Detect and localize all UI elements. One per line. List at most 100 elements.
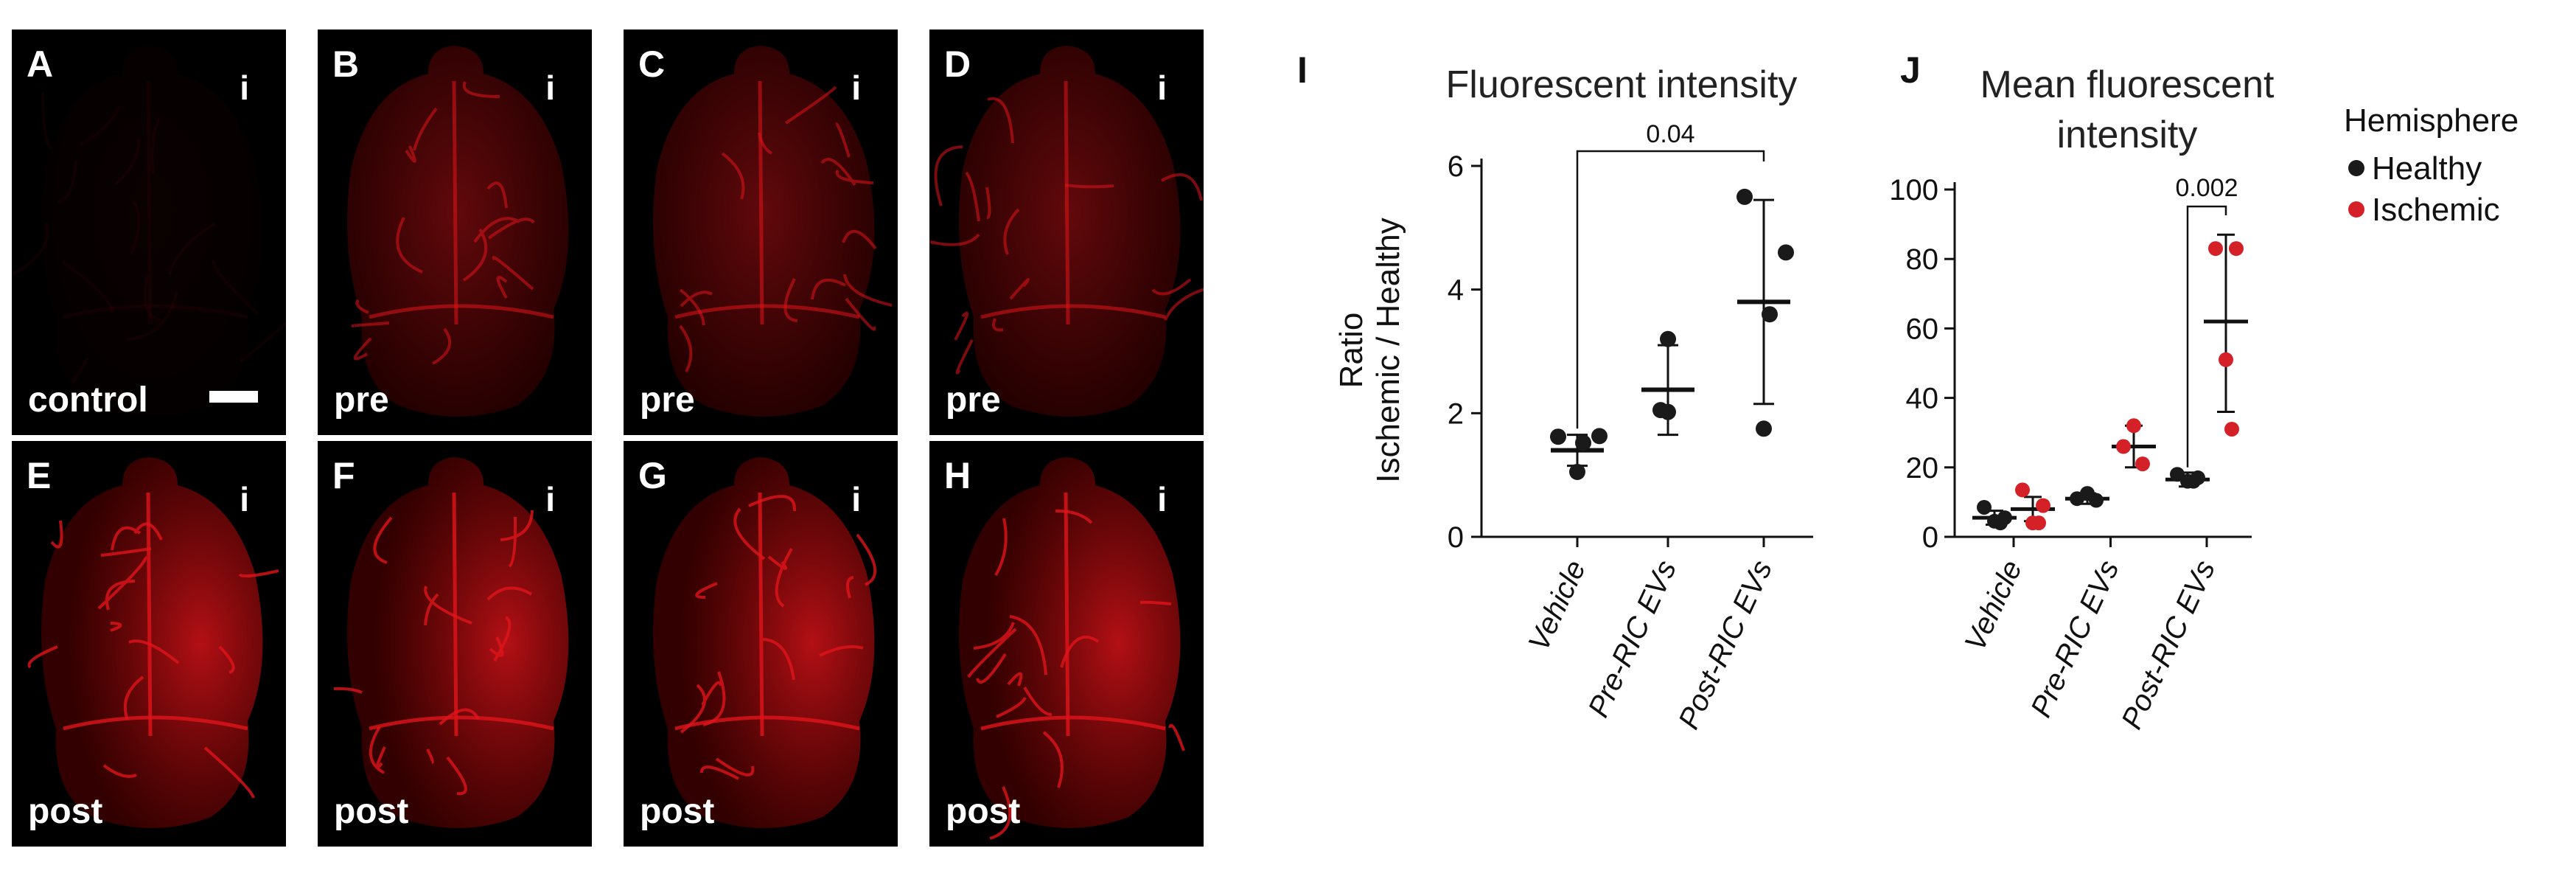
brain-image bbox=[959, 457, 1185, 840]
panel-letter: D bbox=[944, 44, 971, 85]
panel-letter-i: I bbox=[1297, 49, 1308, 91]
chart-j-data-point bbox=[1977, 499, 1992, 515]
condition-label: control bbox=[28, 381, 148, 420]
chart-j-data-point bbox=[2015, 482, 2030, 498]
legend-healthy-label: Healthy bbox=[2372, 150, 2482, 187]
panel-letter: E bbox=[27, 455, 52, 496]
chart-j-title-line2: intensity bbox=[2057, 114, 2198, 156]
chart-j-data-point bbox=[2224, 421, 2239, 437]
brain-image bbox=[653, 457, 877, 828]
chart-j-data-point bbox=[2135, 456, 2150, 472]
chart-i-data-point bbox=[1778, 244, 1794, 261]
brain-image bbox=[12, 46, 286, 417]
ipsilateral-mark: i bbox=[240, 69, 249, 107]
ipsilateral-mark: i bbox=[1157, 480, 1167, 518]
ipsilateral-mark: i bbox=[545, 69, 555, 107]
legend-healthy-marker bbox=[2348, 160, 2364, 176]
chart-j-data-point bbox=[2070, 491, 2084, 507]
chart-j-p-value: 0.002 bbox=[2175, 174, 2238, 202]
chart-i-data-point bbox=[1756, 420, 1772, 437]
chart-i-ytick-label: 0 bbox=[1448, 521, 1464, 554]
chart-i-category-label: Post-RIC EVs bbox=[1672, 555, 1779, 734]
brain-image bbox=[27, 457, 279, 828]
chart-j-ytick-label: 0 bbox=[1922, 521, 1938, 554]
chart-i-data-point bbox=[1569, 463, 1585, 480]
panel-letter: F bbox=[332, 455, 355, 496]
chart-i-data-point bbox=[1575, 434, 1591, 451]
ipsilateral-mark: i bbox=[851, 69, 861, 107]
chart-i-comparison-bracket bbox=[1576, 150, 1765, 429]
panel-letter: H bbox=[944, 455, 971, 496]
chart-j-data-point bbox=[2208, 241, 2223, 257]
scale-bar bbox=[209, 391, 258, 403]
chart-i-ytick-label: 6 bbox=[1448, 150, 1464, 183]
chart-j-data-point bbox=[1993, 515, 2008, 531]
chart-i-ylabel-line2: Ischemic / Healthy bbox=[1370, 218, 1406, 482]
chart-j-ytick-label: 20 bbox=[1906, 452, 1939, 484]
panel-letter: B bbox=[332, 44, 360, 85]
chart-j-data-point bbox=[2036, 498, 2050, 513]
chart-j-ytick-label: 80 bbox=[1906, 243, 1939, 276]
chart-j-data-point bbox=[2170, 467, 2185, 482]
chart-j-category-label: Vehicle bbox=[1958, 555, 2028, 656]
chart-i-data-point bbox=[1762, 306, 1778, 323]
chart-j-ytick-label: 100 bbox=[1889, 174, 1938, 206]
legend-ischemic-marker bbox=[2348, 201, 2364, 218]
chart-j-data-point bbox=[2126, 418, 2141, 434]
chart-j-data-point bbox=[2229, 241, 2244, 257]
chart-j-data-point bbox=[2219, 352, 2233, 367]
chart-j-data-point bbox=[2186, 473, 2201, 489]
chart-i-data-point bbox=[1736, 188, 1753, 205]
chart-j-comparison-bracket bbox=[2186, 205, 2227, 468]
condition-label: post bbox=[946, 792, 1021, 831]
chart-i-category-label: Vehicle bbox=[1522, 555, 1592, 656]
chart-i-data-point bbox=[1660, 403, 1676, 420]
chart-j-ytick-label: 40 bbox=[1906, 383, 1939, 415]
ipsilateral-mark: i bbox=[1157, 69, 1167, 107]
brain-image bbox=[929, 46, 1204, 417]
chart-i-ytick-label: 4 bbox=[1448, 274, 1464, 307]
chart-j-ytick-label: 60 bbox=[1906, 313, 1939, 345]
chart-i-data-point bbox=[1591, 428, 1608, 445]
panel-letter-j: J bbox=[1900, 49, 1921, 91]
chart-i-ytick-label: 2 bbox=[1448, 397, 1464, 430]
chart-i-category-label: Pre-RIC EVs bbox=[1582, 555, 1683, 722]
chart-i-title: Fluorescent intensity bbox=[1446, 63, 1798, 106]
chart-j-title-line1: Mean fluorescent bbox=[1980, 63, 2275, 106]
chart-j-category-label: Pre-RIC EVs bbox=[2025, 555, 2126, 722]
chart-i-data-point bbox=[1550, 428, 1566, 445]
panel-letter: A bbox=[27, 44, 54, 85]
brain-image bbox=[347, 46, 569, 417]
brain-image bbox=[653, 46, 893, 417]
condition-label: post bbox=[334, 792, 409, 831]
panel-letter: C bbox=[638, 44, 666, 85]
chart-i-ylabel-line1: Ratio bbox=[1333, 313, 1369, 389]
legend-title: Hemisphere bbox=[2344, 103, 2519, 139]
condition-label: pre bbox=[334, 381, 389, 420]
ipsilateral-mark: i bbox=[240, 480, 249, 518]
condition-label: pre bbox=[640, 381, 695, 420]
condition-label: pre bbox=[946, 381, 1001, 420]
chart-i-data-point bbox=[1660, 330, 1676, 347]
ipsilateral-mark: i bbox=[851, 480, 861, 518]
condition-label: post bbox=[640, 792, 715, 831]
ipsilateral-mark: i bbox=[545, 480, 555, 518]
chart-j-data-point bbox=[2116, 439, 2131, 454]
legend-ischemic-label: Ischemic bbox=[2372, 192, 2500, 228]
chart-j-category-label: Post-RIC EVs bbox=[2115, 555, 2221, 734]
condition-label: post bbox=[28, 792, 103, 831]
chart-i-p-value: 0.04 bbox=[1646, 120, 1694, 148]
chart-j-data-point bbox=[2031, 515, 2046, 531]
panel-letter: G bbox=[638, 455, 667, 496]
